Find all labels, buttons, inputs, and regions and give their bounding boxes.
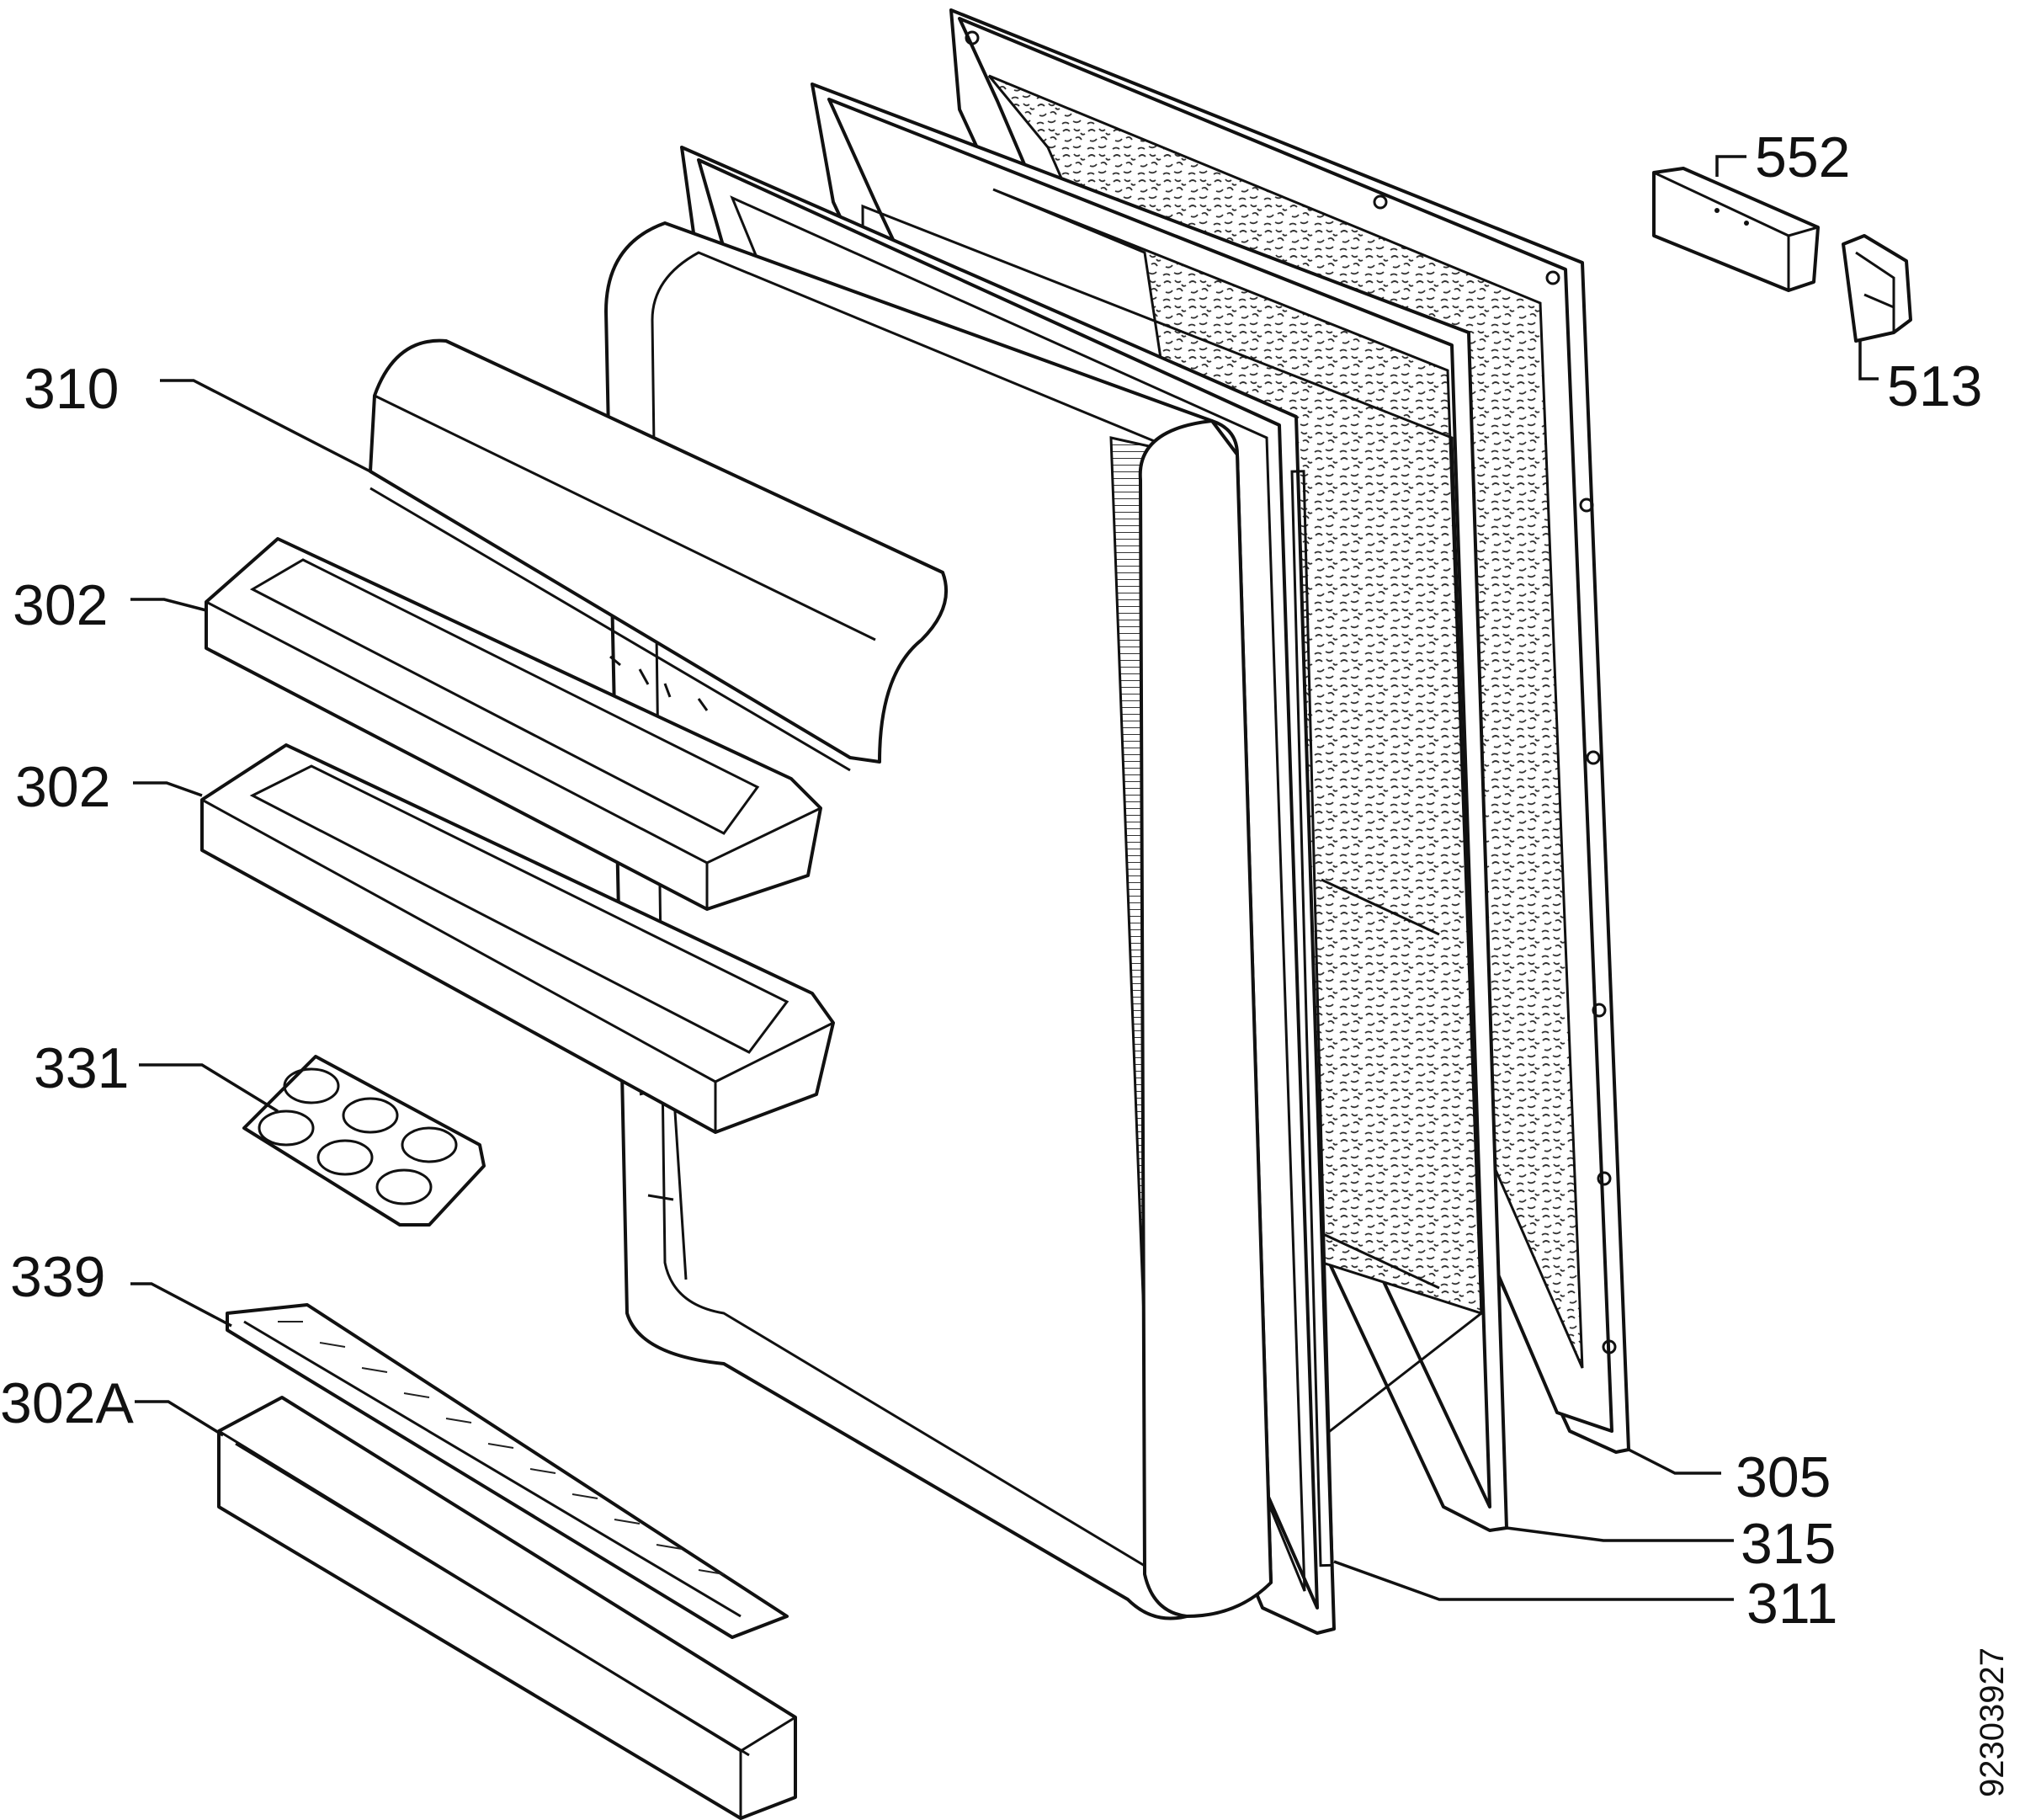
leader-315 [1506,1526,1734,1542]
label-302-middle: 302 [15,755,110,819]
label-302a: 302A [0,1371,134,1435]
leader-302-upper [130,598,207,612]
leader-331 [139,1063,279,1113]
leader-310 [160,379,371,473]
leader-552 [1715,155,1746,177]
document-number: 92303927 [1974,1647,2011,1797]
leader-513 [1858,341,1879,380]
label-311: 311 [1746,1572,1837,1636]
egg-tray [242,1055,486,1227]
door-shelf-middle [200,743,835,1134]
label-331: 331 [34,1036,129,1100]
label-310: 310 [24,357,119,421]
hinge-bracket [1842,234,1912,343]
label-315: 315 [1741,1512,1836,1576]
leader-lines [130,155,1879,1601]
leader-302a [135,1400,224,1437]
leader-311 [1333,1560,1734,1601]
shelf-cover [369,338,949,772]
label-513: 513 [1887,354,1982,418]
label-339: 339 [10,1245,105,1309]
label-552: 552 [1755,125,1850,189]
inner-door-liner [604,221,1273,1620]
hinge-cover [1652,167,1820,292]
door-shelf-upper [205,537,822,911]
leader-302-middle [133,781,203,797]
label-305: 305 [1736,1445,1831,1509]
bottle-shelf [217,1396,797,1820]
leader-305 [1628,1448,1721,1475]
bottle-retainer [226,1303,789,1639]
label-302-upper: 302 [13,573,108,637]
leader-339 [130,1282,232,1328]
